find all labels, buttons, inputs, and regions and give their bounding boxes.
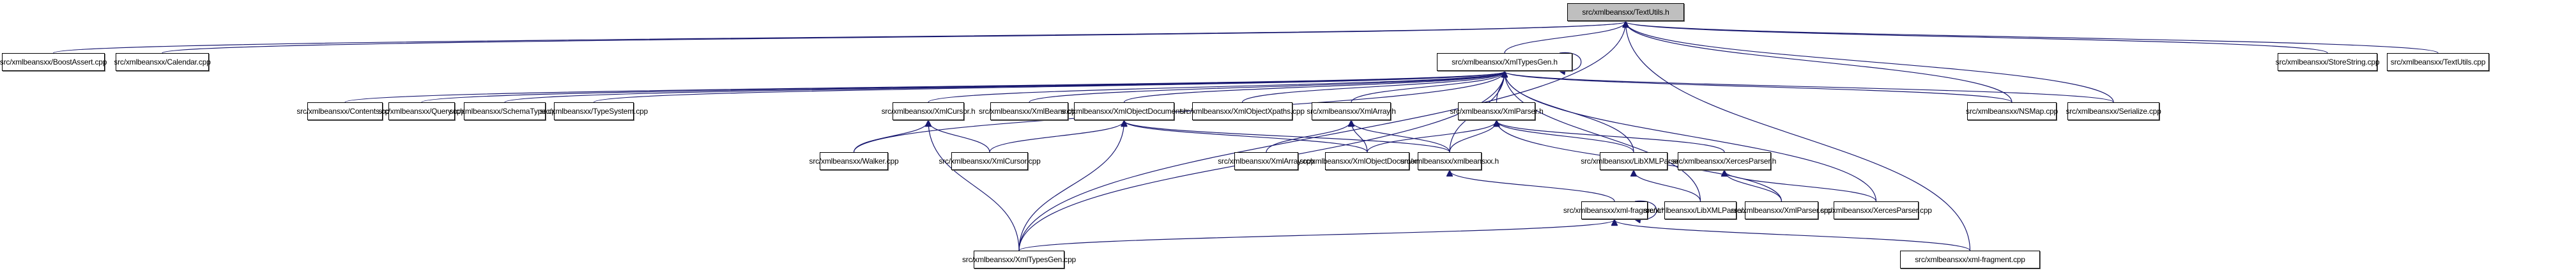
edge-XmlCursor_cpp-to-XmlObjectDocument_h: [989, 121, 1124, 153]
node-walker-cpp[interactable]: src/xmlbeansxx/Walker.cpp: [809, 152, 899, 170]
node-xercesparser-cpp[interactable]: src/xmlbeansxx/XercesParser.cpp: [1820, 201, 1932, 219]
node-libxmlparser-h[interactable]: src/xmlbeansxx/LibXMLParser.h: [1581, 152, 1687, 170]
edge-Walker_cpp-to-XmlCursor_h: [853, 121, 929, 153]
edge-NSMap_cpp-to-XmlTypesGen_h: [1505, 72, 2012, 103]
edge-TypeSystem_cpp-to-XmlTypesGen_h: [593, 72, 1505, 103]
node-schematype-cpp[interactable]: src/xmlbeansxx/SchemaType.cpp: [450, 102, 560, 120]
edge-XmlTypesGen_h-to-XmlTypesGen_h: [1560, 52, 1582, 71]
edge-XmlObjectDocument_cpp-to-XmlParser_h: [1367, 121, 1497, 153]
node-typesystem-cpp[interactable]: src/xmlbeansxx/TypeSystem.cpp: [540, 102, 648, 120]
edge-StoreString_cpp-to-TextUtils_h: [1626, 22, 2328, 54]
edge-XmlObjectDocument_cpp-to-XmlObjectDocument_h: [1124, 121, 1368, 153]
node-xmlobjectdocument-cpp[interactable]: src/xmlbeansxx/XmlObjectDocument.cpp: [1300, 152, 1435, 170]
node-query-cpp[interactable]: src/xmlbeansxx/Query.cpp: [378, 102, 465, 120]
edge-LibXMLParser_h-to-XmlParser_h: [1497, 121, 1634, 153]
node-xmlobjectdocument-h[interactable]: src/xmlbeansxx/XmlObjectDocument.h: [1061, 102, 1188, 120]
node-libxmlparser-cpp[interactable]: src/xmlbeansxx/LibXMLParser.cpp: [1644, 201, 1758, 219]
edge-Serialize_cpp-to-XmlTypesGen_h: [1505, 72, 2114, 103]
node-xmlparser-cpp[interactable]: src/xmlbeansxx/XmlParser.cpp: [1731, 201, 1832, 219]
edge-XmlTypesGen_h-to-TextUtils_h: [1504, 22, 1626, 54]
edge-XmlBeans_cpp-to-XmlTypesGen_h: [1029, 72, 1505, 103]
edge-Serialize_cpp-to-TextUtils_h: [1626, 22, 2114, 103]
edge-xmlbeansxx_h-to-XmlParser_h: [1449, 121, 1497, 153]
edge-LibXMLParser_cpp-to-LibXMLParser_h: [1634, 171, 1701, 202]
edge-Calendar_cpp-to-TextUtils_h: [162, 22, 1626, 54]
edge-NSMap_cpp-to-TextUtils_h: [1626, 22, 2012, 103]
edge-XmlArray_h-to-XmlTypesGen_h: [1351, 72, 1505, 103]
node-storestring-cpp[interactable]: src/xmlbeansxx/StoreString.cpp: [2276, 53, 2380, 71]
edge-XmlTypesGen_cpp-to-XmlCursor_h: [928, 121, 1020, 251]
edge-Query_cpp-to-XmlTypesGen_h: [421, 72, 1505, 103]
edge-xml_fragment_h-to-xml_fragment_h: [1635, 200, 1657, 219]
node-calendar-cpp[interactable]: src/xmlbeansxx/Calendar.cpp: [114, 53, 211, 71]
node-xmlparser-h[interactable]: src/xmlbeansxx/XmlParser.h: [1450, 102, 1544, 120]
node-xmlbeansxx-h[interactable]: src/xmlbeansxx/xmlbeansxx.h: [1400, 152, 1499, 170]
node-xmltypesgen-cpp[interactable]: src/xmlbeansxx/XmlTypesGen.cpp: [962, 251, 1076, 269]
edge-xml_fragment_h-to-xmlbeansxx_h: [1450, 171, 1615, 202]
node-xmlcursor-cpp[interactable]: src/xmlbeansxx/XmlCursor.cpp: [939, 152, 1041, 170]
node-serialize-cpp[interactable]: src/xmlbeansxx/Serialize.cpp: [2066, 102, 2161, 120]
node-xmlbeans-cpp[interactable]: src/xmlbeansxx/XmlBeans.cpp: [979, 102, 1080, 120]
edge-SchemaType_cpp-to-XmlTypesGen_h: [504, 72, 1505, 103]
node-contents-cpp[interactable]: src/xmlbeansxx/Contents.cpp: [296, 102, 394, 120]
edge-XmlTypesGen_cpp-to-XmlObjectDocument_h: [1018, 121, 1124, 251]
node-xmlarray-cpp[interactable]: src/xmlbeansxx/XmlArray.cpp: [1218, 152, 1315, 170]
node-nsmap-cpp[interactable]: src/xmlbeansxx/NSMap.cpp: [1966, 102, 2058, 120]
node-xmlarray-h[interactable]: src/xmlbeansxx/XmlArray.h: [1307, 102, 1396, 120]
edge-xml_fragment_cpp-to-TextUtils_h: [1626, 22, 1971, 251]
node-xercesparser-h[interactable]: src/xmlbeansxx/XercesParser.h: [1673, 152, 1776, 170]
node-xml-fragment-cpp[interactable]: src/xmlbeansxx/xml-fragment.cpp: [1900, 251, 2040, 269]
node-boostassert-cpp[interactable]: src/xmlbeansxx/BoostAssert.cpp: [0, 53, 107, 71]
node-xmltypesgen-h[interactable]: src/xmlbeansxx/XmlTypesGen.h: [1437, 53, 1572, 71]
edge-XmlParser_cpp-to-XercesParser_h: [1724, 171, 1782, 202]
edge-XmlObjectDocument_h-to-XmlTypesGen_h: [1123, 72, 1505, 103]
edge-xmlbeansxx_h-to-XmlArray_h: [1351, 121, 1450, 153]
edge-LibXMLParser_cpp-to-XmlTypesGen_h: [1505, 72, 1701, 202]
edge-XmlObjectXpaths_cpp-to-XmlTypesGen_h: [1241, 72, 1505, 103]
edge-xmlbeansxx_h-to-XmlObjectDocument_h: [1124, 121, 1450, 153]
edge-xml_fragment_cpp-to-xml_fragment_h: [1614, 220, 1971, 251]
node-textutils-cpp[interactable]: src/xmlbeansxx/TextUtils.cpp: [2387, 53, 2489, 71]
edge-XmlTypesGen_cpp-to-TextUtils_h: [1018, 22, 1626, 251]
node-xml-fragment-h[interactable]: src/xmlbeansxx/xml-fragment.h: [1563, 201, 1666, 219]
edge-XmlArray_cpp-to-XmlArray_h: [1266, 121, 1351, 153]
edge-XmlTypesGen_cpp-to-xml_fragment_h: [1018, 220, 1614, 251]
node-xmlobjectxpaths-cpp[interactable]: src/xmlbeansxx/XmlObjectXpaths.cpp: [1180, 102, 1305, 120]
edge-Walker_cpp-to-XmlTypesGen_h: [853, 72, 1505, 153]
node-xmlcursor-h[interactable]: src/xmlbeansxx/XmlCursor.h: [882, 102, 976, 120]
edge-XercesParser_cpp-to-XercesParser_h: [1724, 171, 1877, 202]
edge-XercesParser_h-to-XmlParser_h: [1497, 121, 1725, 153]
edge-TextUtils_cpp-to-TextUtils_h: [1626, 22, 2439, 54]
node-textutils-h: src/xmlbeansxx/TextUtils.h: [1567, 3, 1684, 21]
edge-XercesParser_cpp-to-XmlTypesGen_h: [1505, 72, 1877, 202]
edge-XmlCursor_h-to-XmlTypesGen_h: [928, 72, 1505, 103]
